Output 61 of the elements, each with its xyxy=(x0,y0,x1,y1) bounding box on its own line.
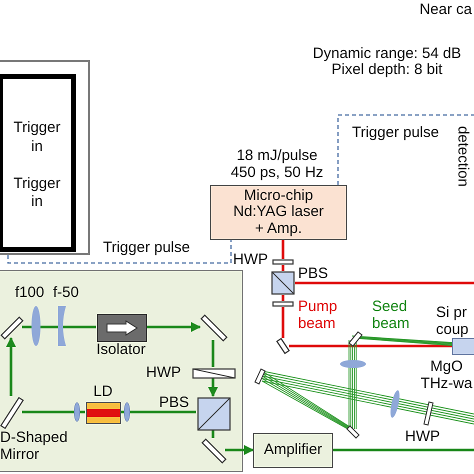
beam-arrow xyxy=(225,445,254,455)
port-label: Trigger in xyxy=(12,119,62,156)
beam-path xyxy=(212,340,214,367)
component-label: 18 mJ/pulse 450 ps, 50 Hz xyxy=(230,148,324,181)
beam-path xyxy=(282,265,284,271)
edge-label: Trigger pulse xyxy=(351,125,440,142)
component-label: PBS xyxy=(159,395,190,412)
amplifier-box xyxy=(253,433,333,468)
trigger-panel xyxy=(0,74,76,252)
laser-box xyxy=(210,185,347,240)
seed-laser-panel xyxy=(0,270,243,472)
beam-path xyxy=(22,410,85,414)
beam-path xyxy=(333,448,474,452)
beam-path xyxy=(282,295,284,301)
mirror xyxy=(202,439,226,463)
beam-arrow xyxy=(208,378,218,397)
component-label: D-Shaped Mirror xyxy=(0,430,69,463)
component-label: PBS xyxy=(298,266,330,282)
edge-label: Trigger pulse xyxy=(102,240,191,256)
mirror xyxy=(201,315,227,341)
component-label: Isolator xyxy=(95,342,147,358)
box-label: Micro-chip Nd:YAG laser + Amp. xyxy=(232,188,325,238)
signal-line xyxy=(7,240,232,264)
crystal-block xyxy=(452,338,474,355)
mirror xyxy=(1,317,23,339)
annotation-text: Si pr coup xyxy=(436,305,470,338)
beam-path xyxy=(282,240,284,259)
component-label: MgO THz-wa xyxy=(420,359,474,392)
isolator-box xyxy=(97,314,147,342)
beam-path xyxy=(282,307,284,338)
half-wave-plate xyxy=(192,368,236,379)
laser-diode-box xyxy=(86,402,121,424)
box-label: Amplifier xyxy=(264,442,322,459)
wave-plate xyxy=(272,259,294,265)
annotation-text: f100 xyxy=(15,285,46,302)
annotation-text: detection xyxy=(454,126,470,187)
beam-path xyxy=(295,282,474,284)
beam-label: Seed beam xyxy=(372,299,411,332)
beam-path xyxy=(22,326,96,328)
device-outline xyxy=(0,60,90,255)
component-label: HWP xyxy=(146,365,182,382)
beam-path xyxy=(289,344,452,348)
annotation-text: Pixel depth: 8 bit xyxy=(332,62,444,78)
component-label: HWP xyxy=(233,252,269,268)
beam-label: Pump beam xyxy=(298,299,338,332)
annotation-text: HWP xyxy=(405,429,441,446)
wave-plate xyxy=(272,301,294,307)
annotation-text: Near ca xyxy=(418,2,472,18)
signal-line xyxy=(337,114,474,185)
annotation-text: f-50 xyxy=(53,285,80,302)
beam-path xyxy=(120,410,196,414)
beam-path xyxy=(212,430,214,438)
mirror xyxy=(1,397,23,429)
port-label: Trigger in xyxy=(12,174,62,212)
beam-splitter-cube xyxy=(197,397,231,431)
component-label: LD xyxy=(92,384,114,400)
annotation-text: Dynamic range: 54 dB xyxy=(312,46,462,62)
mirror xyxy=(277,338,289,354)
beam-arrow xyxy=(6,337,16,396)
beam-arrow xyxy=(146,322,201,332)
beam-splitter-cube xyxy=(271,271,295,295)
